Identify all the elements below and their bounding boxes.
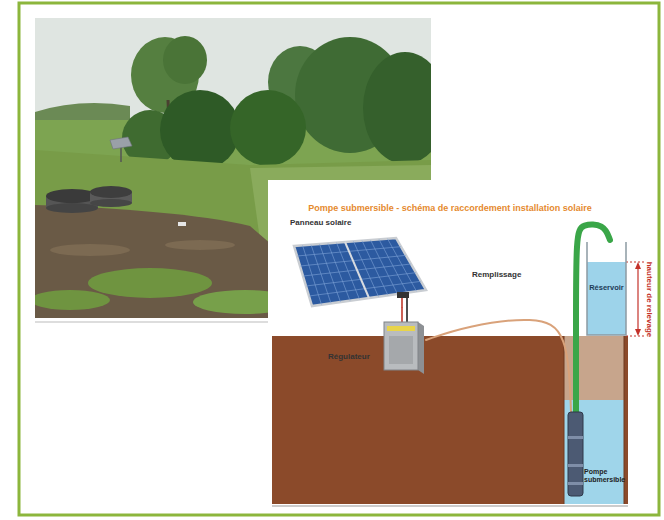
regulator-front bbox=[384, 322, 418, 370]
wire bbox=[406, 308, 408, 322]
well-water bbox=[564, 400, 624, 504]
node-label: Pompe submersible bbox=[584, 468, 625, 484]
diagram-panel bbox=[268, 180, 632, 510]
pump-body bbox=[568, 412, 583, 496]
submersible-pump-outline bbox=[564, 412, 627, 504]
well-wall bbox=[564, 336, 565, 504]
pump-band bbox=[568, 436, 583, 439]
pump-cable bbox=[426, 320, 571, 412]
pump-band bbox=[568, 464, 583, 467]
wire bbox=[406, 298, 408, 308]
regulator-box-outline bbox=[326, 322, 426, 376]
cell-line bbox=[311, 245, 331, 304]
regulator-box: Régulateur bbox=[326, 322, 426, 376]
diagram-title: Pompe submersible - schéma de raccordeme… bbox=[268, 203, 632, 213]
cell-line bbox=[388, 239, 417, 292]
regulator-side bbox=[418, 322, 424, 374]
cell-line bbox=[345, 242, 369, 298]
slide-frame bbox=[19, 3, 659, 515]
node-label: Réservoir bbox=[589, 284, 624, 293]
regulator-panel bbox=[389, 336, 413, 364]
photo-rule bbox=[35, 322, 268, 323]
dimension-label: hauteur de relevage bbox=[646, 260, 655, 338]
solar-panel-outline bbox=[286, 218, 432, 308]
field-photo bbox=[35, 18, 431, 318]
cell-line bbox=[328, 243, 350, 300]
solar-panel: Panneau solaire bbox=[286, 218, 432, 308]
power-wire bbox=[401, 308, 403, 322]
regulator-strip bbox=[387, 326, 415, 331]
panel-rule bbox=[272, 506, 628, 507]
panel-face bbox=[294, 238, 426, 306]
cell-line bbox=[320, 244, 341, 302]
water-tank: Réservoir bbox=[586, 240, 627, 336]
pump-band bbox=[568, 482, 583, 485]
node-label: Régulateur bbox=[328, 352, 370, 361]
tank-wall bbox=[587, 242, 626, 335]
wire bbox=[401, 298, 403, 308]
node-label: Panneau solaire bbox=[290, 218, 351, 227]
junction-box bbox=[397, 292, 409, 298]
submersible-pump: Pompe submersible bbox=[564, 412, 627, 504]
pipe-label: Remplissage bbox=[470, 270, 523, 279]
height-dimension bbox=[626, 262, 646, 336]
tank-water bbox=[587, 262, 626, 335]
cell-line bbox=[303, 245, 322, 304]
